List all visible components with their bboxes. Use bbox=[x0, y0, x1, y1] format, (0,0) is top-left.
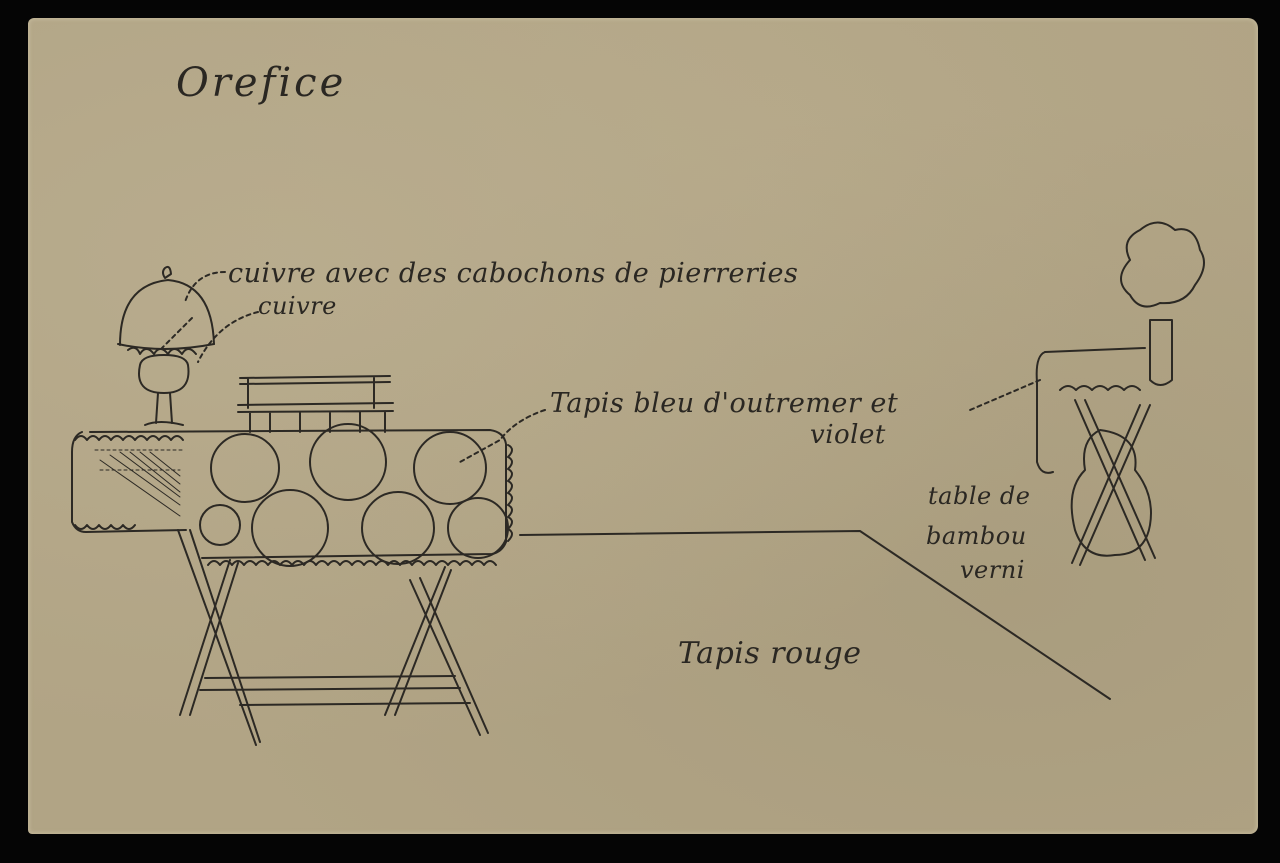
annotation-violet: violet bbox=[810, 420, 886, 450]
annotation-tapis-bleu: Tapis bleu d'outremer et bbox=[550, 388, 899, 419]
lamp-drawing bbox=[117, 265, 259, 426]
annotation-table-de: table de bbox=[928, 482, 1031, 510]
large-table-drawing bbox=[71, 375, 546, 746]
paper-sheet bbox=[28, 18, 1258, 834]
annotation-cuivre-cabochons: cuivre avec des cabochons de pierreries bbox=[228, 258, 799, 289]
annotation-tapis-rouge: Tapis rouge bbox=[678, 636, 862, 671]
bamboo-table-drawing bbox=[969, 221, 1205, 566]
carpet-outline bbox=[519, 530, 1111, 700]
page-title: Orefice bbox=[176, 60, 347, 106]
annotation-bambou: bambou bbox=[926, 522, 1027, 550]
annotation-cuivre: cuivre bbox=[258, 292, 337, 320]
annotation-verni: verni bbox=[960, 556, 1025, 584]
